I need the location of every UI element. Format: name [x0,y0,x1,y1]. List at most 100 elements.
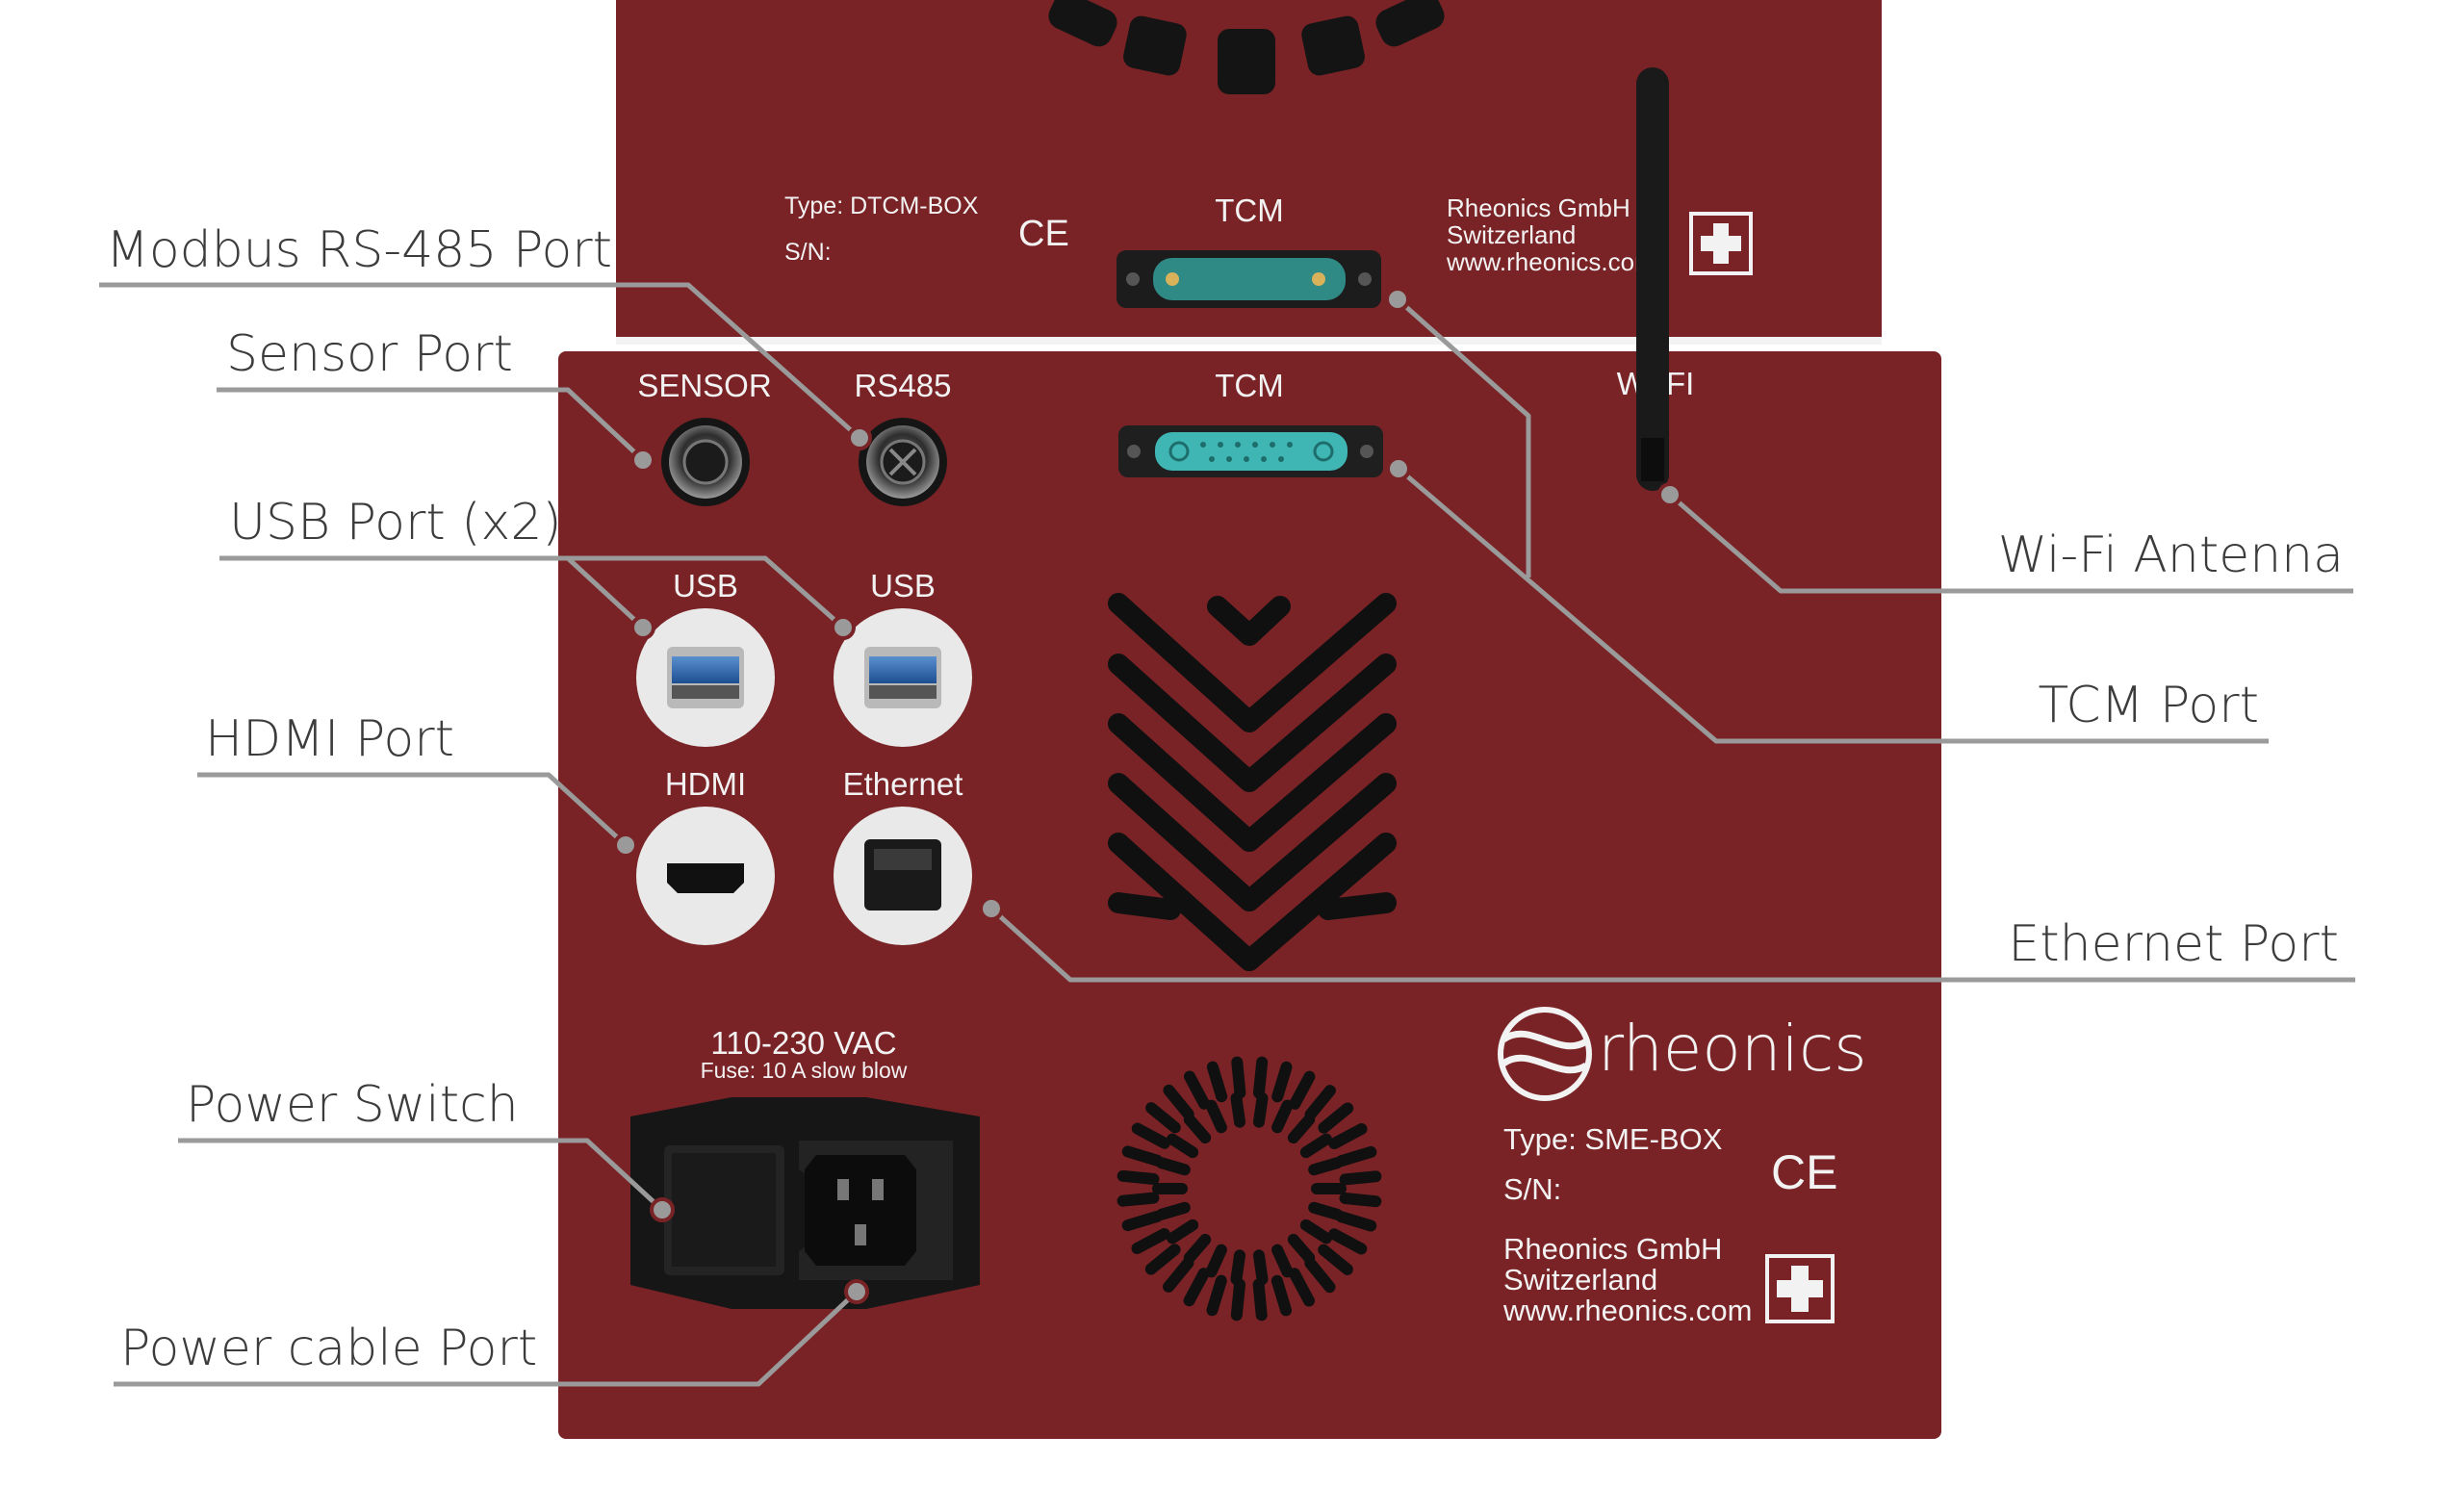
hdmi-port [636,807,775,945]
vent-slot [1231,1056,1246,1099]
round-vent-icon [1116,1056,1382,1321]
sensor-port [661,418,750,506]
vent-slot [1121,1210,1164,1232]
ethernet-port [834,807,972,945]
vent-slot [1339,1192,1382,1208]
upper-ce-mark: CE [1018,214,1069,254]
vent-slot [1252,1249,1269,1286]
power-module [630,1097,980,1309]
vent-slot [1335,1211,1377,1232]
leader-wifi [1668,493,2353,594]
leader-power-switch [178,1138,664,1212]
usb-port-right [834,608,972,747]
sn-label: S/N: [1503,1172,1561,1206]
upper-tcm-connector [1116,250,1381,308]
vent-slot [1308,1157,1344,1176]
vent-slot [1163,1084,1194,1120]
vent-slot [1318,1102,1354,1134]
vent-slot [1145,1102,1181,1134]
upper-country-label: Switzerland [1447,220,1576,249]
vent-slot [1155,1157,1191,1176]
chevron-vent-icon [1108,593,1397,971]
vent-slot [1328,1228,1368,1255]
leader-sensor [217,387,645,462]
vent-slot [1287,1233,1316,1264]
upper-company-label: Rheonics GmbH [1447,193,1630,222]
vent-slot [1206,1061,1228,1103]
upper-box: Type: DTCM-BOX S/N: CE TCM Rheonics GmbH… [616,0,1882,345]
vent-slot [1205,1244,1227,1278]
vent-slot [1144,1244,1181,1275]
vent-slot [1287,1114,1316,1144]
vent-slot [1230,1091,1246,1128]
usb-port-left [636,608,775,747]
upper-tcm-label: TCM [1215,192,1283,228]
vent-slot [1205,1099,1227,1134]
usb-left-label: USB [673,568,738,603]
leader-tcm [1397,467,2269,744]
ce-mark: CE [1771,1145,1837,1199]
vent-slot [1308,1201,1344,1220]
main-box: SENSOR RS485 TCM WI-FI [558,67,1941,1439]
usb-right-label: USB [870,568,936,603]
vent-slot [1299,1219,1332,1244]
vent-slot [1252,1056,1269,1099]
vent-slot [1288,1268,1316,1307]
upper-type-label: Type: DTCM-BOX [784,192,979,219]
callout-power-cable: Power cable Port [120,1320,537,1377]
vent-slot [1183,1114,1212,1144]
tcm-port [1118,425,1383,477]
vent-slot [1304,1085,1336,1120]
vent-slot [1328,1122,1368,1150]
callout-sensor: Sensor Port [226,325,513,383]
leader-power-cable [114,1290,859,1387]
vent-slot [1271,1099,1294,1134]
web-label: www.rheonics.com [1502,1294,1752,1327]
rheonics-logo-icon [1498,1007,1592,1101]
vent-slot [1335,1145,1377,1167]
upper-swiss-cross-icon [1689,212,1753,275]
vent-slot [1304,1257,1336,1294]
vent-slot [1131,1227,1170,1255]
vent-slot [1339,1170,1382,1186]
rs485-label: RS485 [855,368,952,403]
vent-slot [1289,1070,1316,1110]
upper-sn-label: S/N: [784,239,832,266]
leader-ethernet [989,907,2355,983]
callout-tcm: TCM Port [2038,677,2259,734]
type-label: Type: SME-BOX [1503,1122,1723,1156]
callout-ethernet: Ethernet Port [2008,915,2339,973]
callout-wifi: Wi-Fi Antenna [1998,526,2344,584]
leader-dots [613,287,1682,1304]
vent-slot [1183,1070,1211,1110]
voltage-label: 110-230 VAC [710,1025,896,1061]
hdmi-label: HDMI [665,766,746,802]
leader-lines [99,282,2355,1387]
vent-slot [1299,1133,1332,1159]
vent-slot [1206,1274,1227,1317]
vent-slot [1167,1133,1199,1159]
sensor-label: SENSOR [637,368,771,403]
vent-slot [1271,1061,1293,1103]
brand-name: rheonics [1598,1012,1867,1086]
leader-modbus [99,282,861,440]
vent-slot [1271,1244,1294,1278]
leader-hdmi [197,772,628,847]
callout-usb: USB Port (x2) [229,494,562,552]
vent-slot [1155,1201,1191,1220]
callout-power-switch: Power Switch [186,1076,519,1134]
upper-fan-icon [1048,0,1445,94]
vent-slot [1121,1145,1164,1167]
vent-slot [1270,1274,1293,1317]
vent-slot [1252,1278,1268,1321]
callout-modbus: Modbus RS-485 Port [106,221,612,279]
vent-slot [1230,1278,1246,1321]
leader-usb-left [566,556,645,629]
company-label: Rheonics GmbH [1503,1232,1722,1266]
tcm-label: TCM [1215,368,1283,403]
swiss-cross-icon [1765,1254,1835,1323]
vent-slot [1318,1244,1353,1275]
country-label: Switzerland [1503,1263,1657,1296]
upper-web-label: www.rheonics.com [1446,247,1656,276]
